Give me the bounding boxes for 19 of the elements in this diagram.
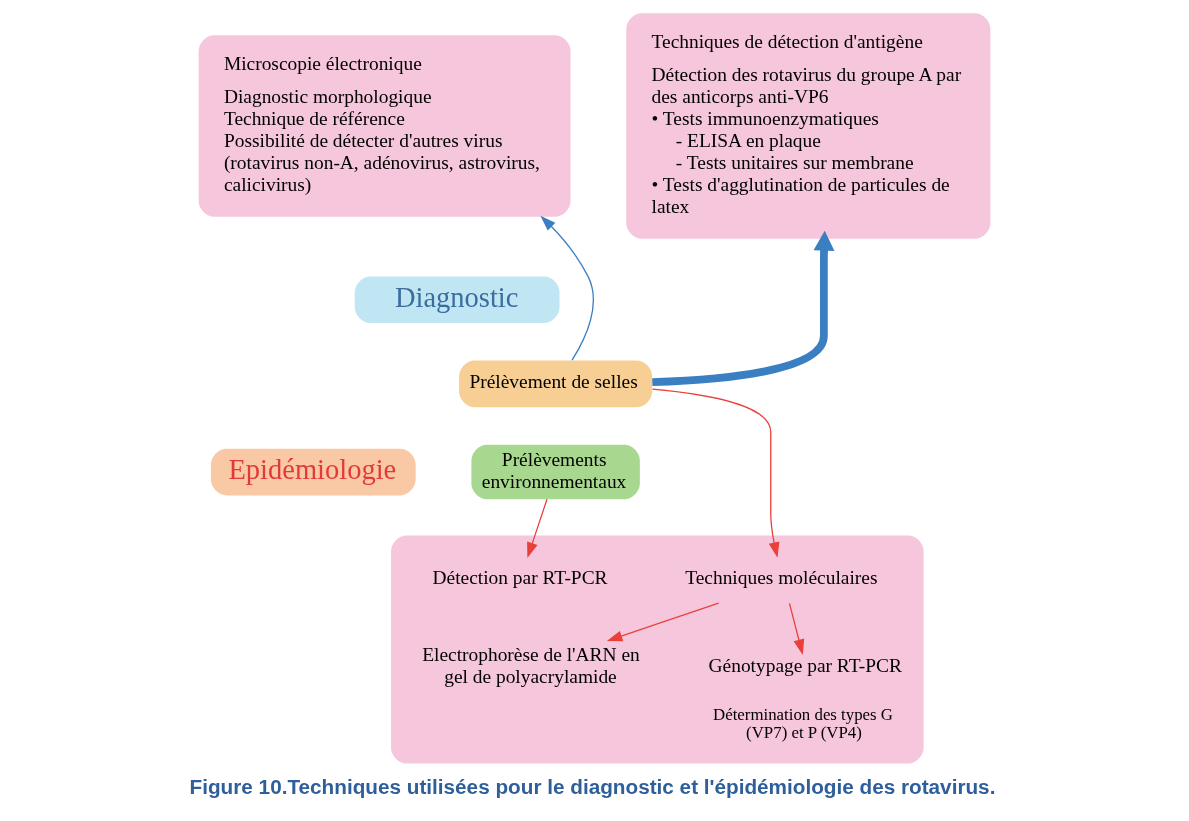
node-box: Epidémiologie xyxy=(210,448,416,496)
node-label: Détermination des types G (VP7) et P (VP4) xyxy=(713,705,894,743)
arrow xyxy=(540,215,594,361)
node-text: Techniques moléculaires xyxy=(685,567,878,589)
node-text: Electrophorèse de l'ARN en gel de polyacrylamide xyxy=(422,644,640,688)
arrow xyxy=(652,230,835,387)
node-box: Microscopie électronique Diagnostic morphologique Technique de référence Possibilité de détecter d'autres virus (rotavirus non-A, adénovirus, astrovirus, calicivirus) xyxy=(198,35,571,217)
cluster xyxy=(391,535,924,764)
node-text: Détection par RT-PCR xyxy=(432,567,608,589)
arrow xyxy=(788,602,805,656)
node-box: Techniques de détection d'antigène Détection des rotavirus du groupe A par des anticorps anti-VP6 • Tests immunoenzymatiques - ELISA en plaque - Tests unitaires sur membrane • Tests d'agglutination de particules de latex xyxy=(626,13,991,239)
node-box: Prélèvements environnementaux xyxy=(471,444,640,500)
caption: Figure 10.Techniques utilisées pour le diagnostic et l'épidémiologie des rotavirus. xyxy=(189,775,996,799)
node-box: Diagnostic xyxy=(354,276,560,324)
arrow xyxy=(606,602,720,642)
arrow xyxy=(651,388,780,558)
arrow xyxy=(527,498,548,559)
node-box: Prélèvement de selles xyxy=(459,360,653,408)
node-text: Génotypage par RT-PCR xyxy=(708,655,902,677)
